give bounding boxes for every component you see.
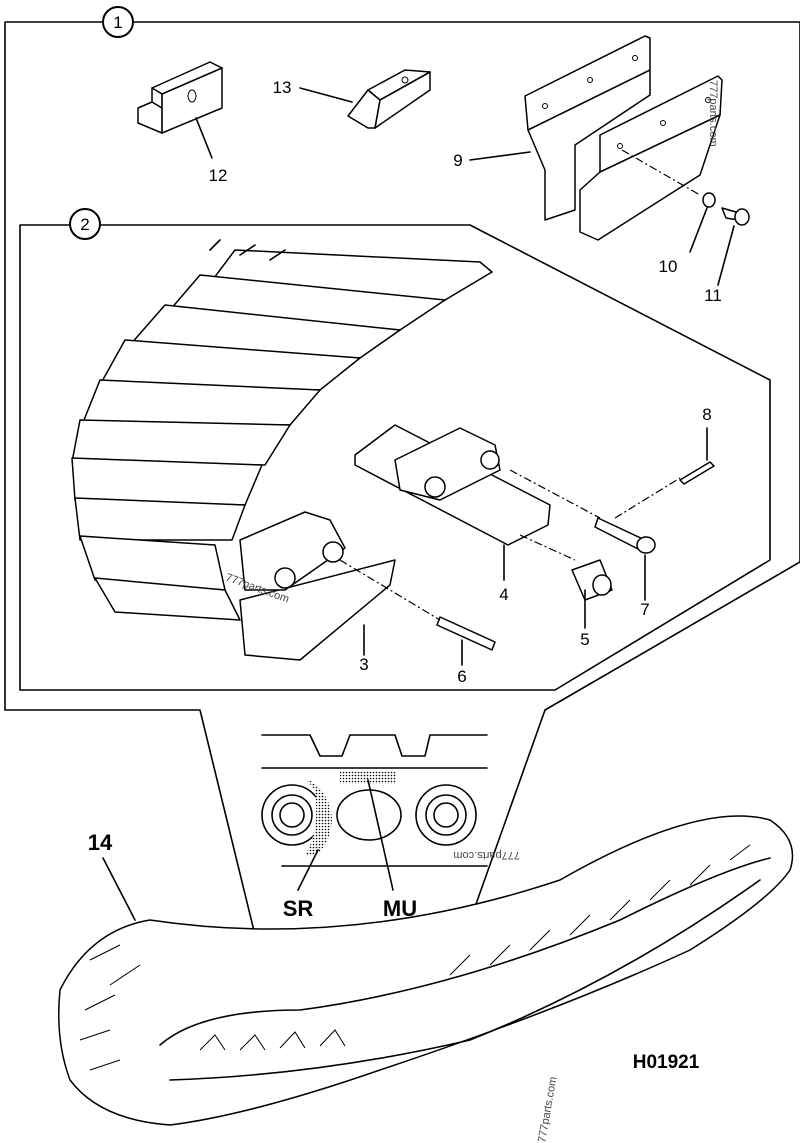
watermark-top: 777parts.com (707, 80, 719, 147)
watermark-bottom: 777parts.com (536, 1076, 559, 1143)
part-7-master-pin (594, 477, 681, 601)
part-10-washer (689, 192, 716, 253)
part-13-wedge (299, 69, 431, 129)
callout-14: 14 (88, 830, 113, 855)
part-14-rubber-track (58, 815, 794, 1126)
part-6-pin (339, 559, 496, 666)
sr-shaded-area (305, 778, 332, 856)
group-1-marker: 1 (102, 6, 134, 38)
part-8-cotter-pin (679, 427, 715, 485)
callout-11: 11 (704, 286, 722, 305)
part-12-block (137, 61, 223, 159)
callout-9: 9 (453, 151, 462, 170)
figure-id: H01921 (633, 1052, 700, 1073)
callout-5: 5 (580, 630, 589, 649)
part-9-guard-plates (469, 35, 723, 241)
group-2-frame (19, 224, 771, 691)
callout-4: 4 (499, 585, 508, 604)
callout-6: 6 (457, 667, 466, 686)
watermark-detail: 777parts.com (453, 849, 520, 861)
part-3-shoe-link (239, 511, 396, 661)
part-4-shoe-link (354, 424, 601, 581)
callout-13: 13 (273, 78, 292, 97)
part-11-bolt (717, 207, 750, 286)
callout-8: 8 (702, 405, 711, 424)
group-2-marker: 2 (69, 208, 101, 240)
callout-3: 3 (359, 655, 368, 674)
part-5-bushing (571, 559, 613, 629)
callout-7: 7 (640, 600, 649, 619)
sr-label: SR (283, 896, 314, 921)
group-2-label: 2 (80, 215, 89, 234)
group-1-label: 1 (113, 13, 122, 32)
mu-shaded-area (340, 771, 396, 784)
callout-12: 12 (209, 166, 228, 185)
track-shoe-assembly (71, 239, 493, 621)
link-cross-section-detail: SR MU 777parts.com (261, 734, 520, 921)
callout-10: 10 (659, 257, 678, 276)
